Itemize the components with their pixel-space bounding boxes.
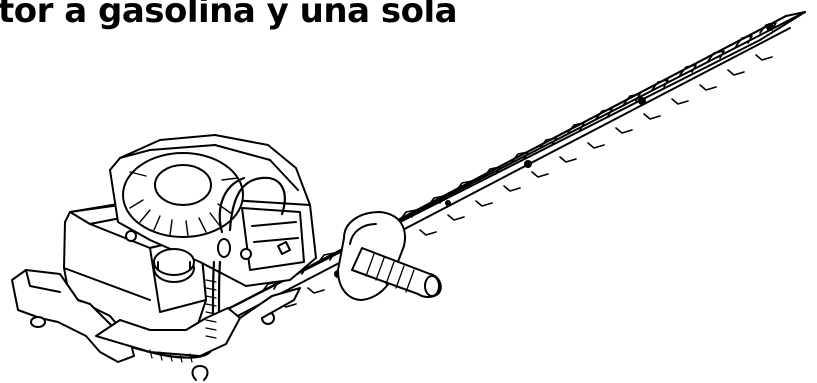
blade-teeth	[261, 22, 777, 308]
frame-arm	[95, 287, 301, 381]
heading-text: tor a gasolina y una sola	[0, 0, 458, 31]
front-grip	[351, 247, 442, 298]
fuel-cap-icon	[153, 248, 195, 283]
recoil-starter	[122, 152, 244, 238]
coil-spring	[149, 279, 217, 363]
side-details	[125, 230, 291, 260]
cutter-bar	[209, 11, 806, 323]
